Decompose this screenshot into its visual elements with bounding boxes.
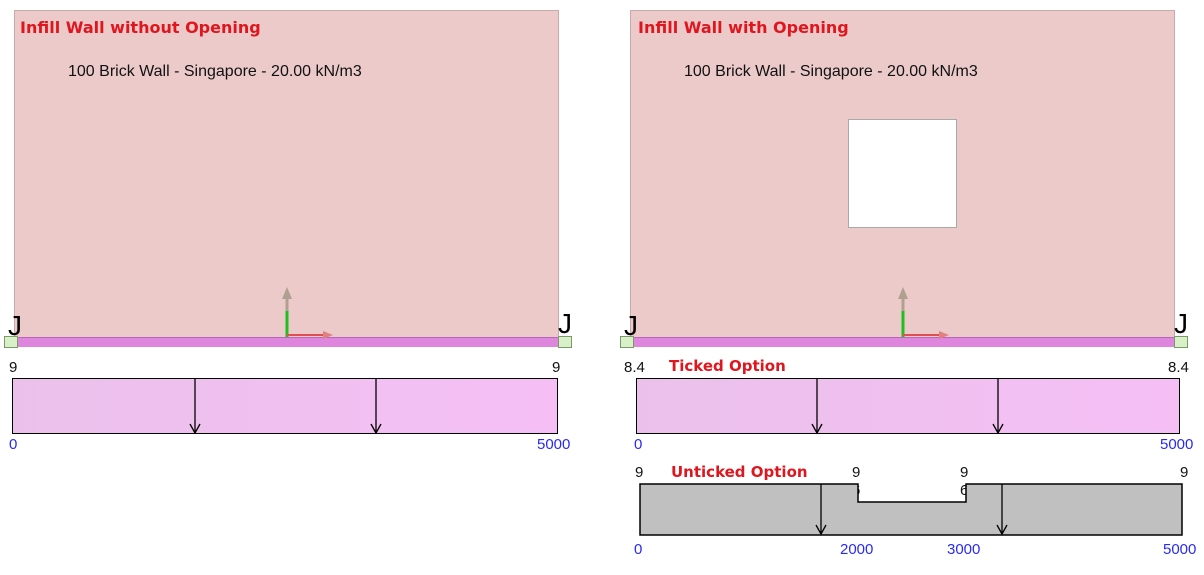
- load-start-value: 9: [9, 359, 18, 376]
- load-arrows: [189, 378, 382, 435]
- load-end-value: 9: [552, 359, 561, 376]
- dimension-end: 5000: [537, 436, 571, 453]
- load-arrow-icon: [996, 484, 1008, 536]
- load-arrow-icon: [370, 378, 382, 435]
- beam-line[interactable]: [14, 337, 559, 347]
- support-right-icon: J: [558, 308, 572, 339]
- ticked-load-diagram[interactable]: [636, 378, 1180, 434]
- unticked-dimension-0: 0: [634, 541, 643, 558]
- unticked-option-label: Unticked Option: [671, 463, 808, 481]
- wall-type-label: 100 Brick Wall - Singapore - 20.00 kN/m3: [684, 63, 978, 80]
- ticked-option-label: Ticked Option: [669, 357, 786, 375]
- axis-gizmo-icon: [282, 287, 333, 339]
- load-arrow-icon: [992, 378, 1004, 435]
- unticked-dimension-5000: 5000: [1163, 541, 1197, 558]
- support-left-icon: J: [624, 310, 638, 341]
- unticked-load-diagram[interactable]: [636, 482, 1186, 538]
- left-panel: Infill Wall without Opening 100 Brick Wa…: [0, 0, 590, 575]
- support-right-node-icon: [1174, 336, 1188, 348]
- unticked-dimension-2000: 2000: [840, 541, 874, 558]
- wall-opening[interactable]: [848, 119, 957, 228]
- unticked-value-3: 9: [960, 464, 969, 481]
- unticked-value-2: 9: [852, 464, 861, 481]
- support-left-node-icon: [4, 336, 18, 348]
- unticked-dimension-3000: 3000: [947, 541, 981, 558]
- unticked-value-1: 9: [635, 464, 644, 481]
- load-arrow-icon: [189, 378, 201, 435]
- wall-type-label: 100 Brick Wall - Singapore - 20.00 kN/m3: [68, 63, 362, 80]
- udl-load-diagram[interactable]: [12, 378, 558, 434]
- ticked-dimension-end: 5000: [1160, 436, 1194, 453]
- unticked-value-4: 9: [1180, 464, 1189, 481]
- support-right-icon: J: [1174, 308, 1188, 339]
- ticked-load-arrows: [811, 378, 1004, 435]
- wall-elevation-no-opening[interactable]: [14, 10, 559, 338]
- ticked-start-value: 8.4: [624, 359, 645, 376]
- load-arrow-icon: [815, 484, 827, 536]
- load-arrow-icon: [811, 378, 823, 435]
- beam-line[interactable]: [630, 337, 1175, 347]
- panel-title-no-opening: Infill Wall without Opening: [20, 18, 261, 37]
- ticked-dimension-start: 0: [634, 436, 643, 453]
- support-right-node-icon: [558, 336, 572, 348]
- support-left-node-icon: [620, 336, 634, 348]
- panel-title-with-opening: Infill Wall with Opening: [638, 18, 849, 37]
- axis-gizmo-icon: [898, 287, 949, 339]
- dimension-start: 0: [9, 436, 18, 453]
- unticked-step-value-2: 6: [960, 482, 969, 499]
- right-panel: Infill Wall with Opening 100 Brick Wall …: [590, 0, 1204, 575]
- unticked-load-shape: [639, 483, 1183, 536]
- support-left-icon: J: [8, 310, 22, 341]
- ticked-end-value: 8.4: [1168, 359, 1189, 376]
